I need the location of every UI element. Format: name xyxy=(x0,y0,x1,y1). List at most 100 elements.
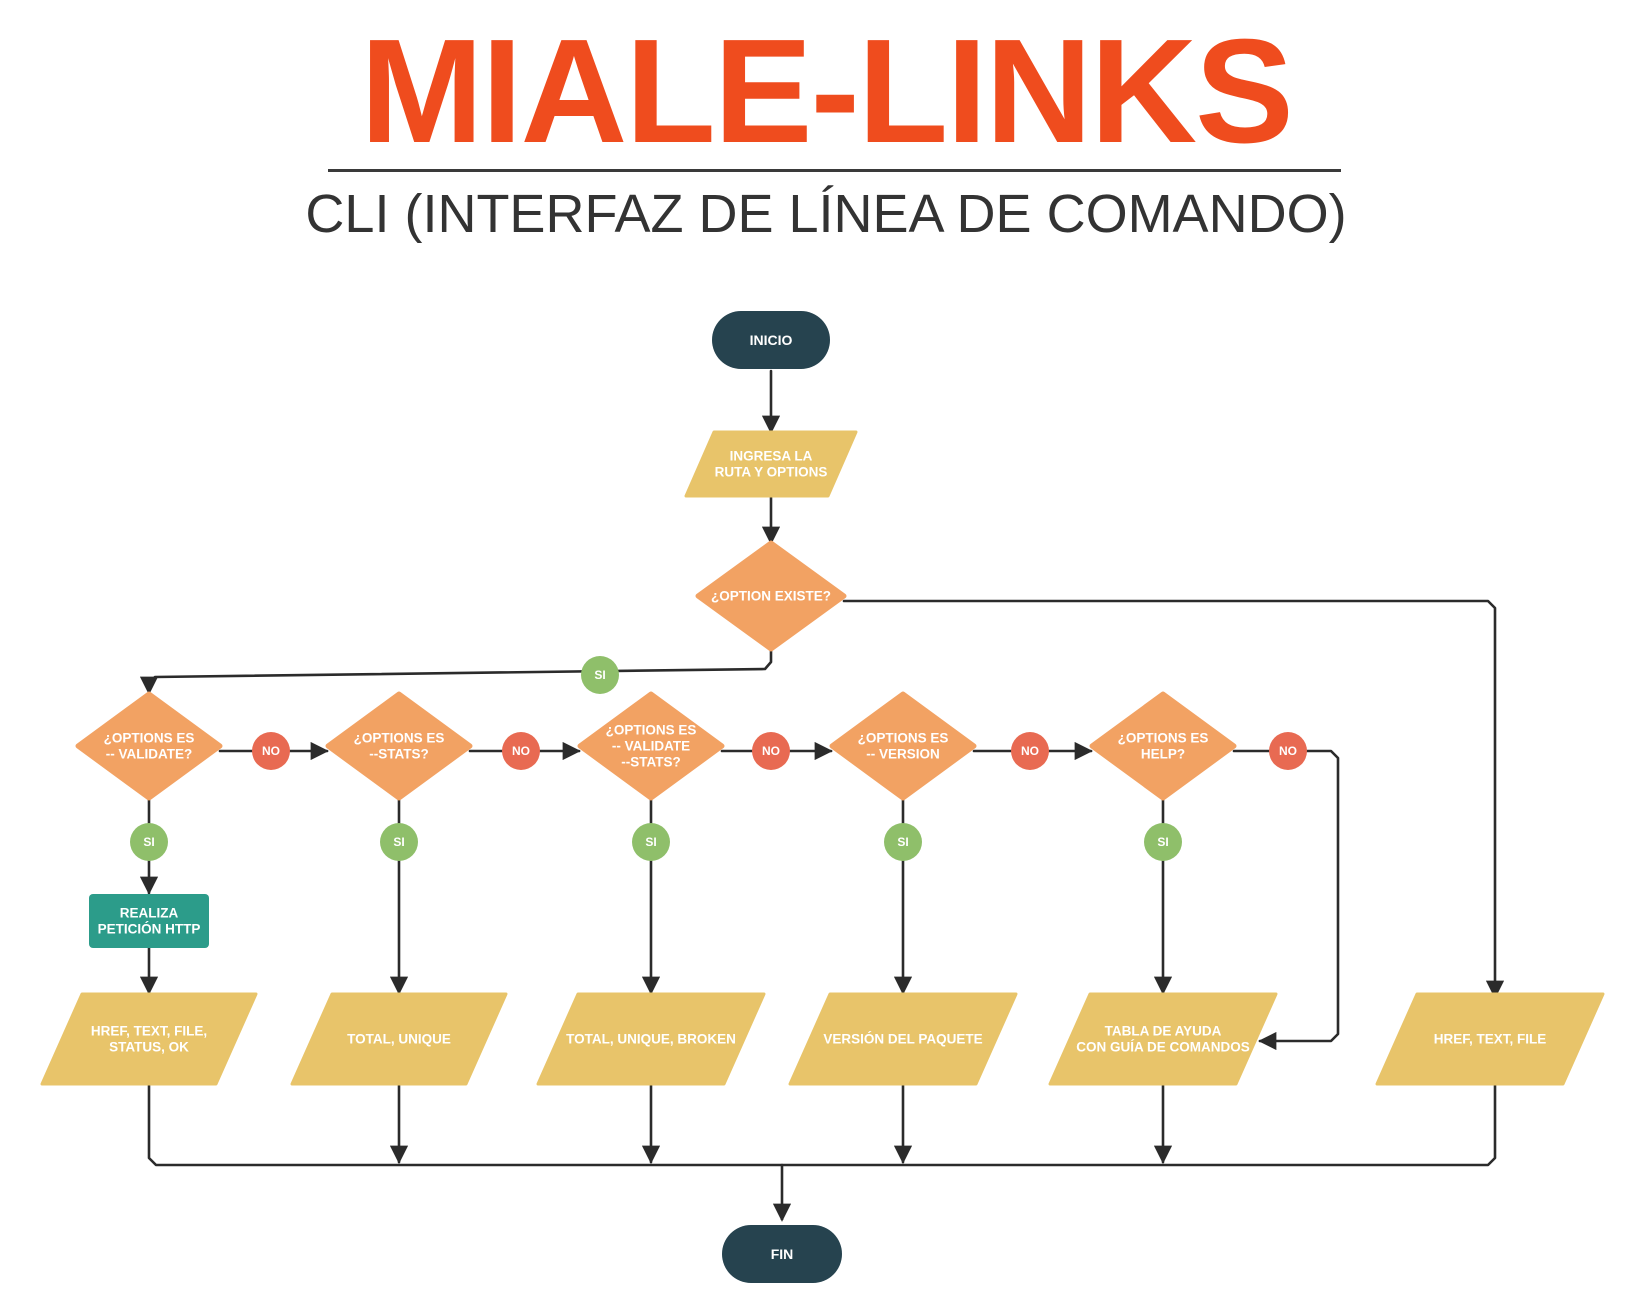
node-d-exists: ¿OPTION EXISTE? xyxy=(695,540,847,652)
yes-badge xyxy=(632,823,670,861)
node-o-version: VERSIÓN DEL PAQUETE xyxy=(788,992,1018,1086)
node-label: -- VERSION xyxy=(866,747,940,762)
edge-o-default-to-end xyxy=(780,1082,1497,1167)
node-d-stats: ¿OPTIONS ES--STATS? xyxy=(325,691,473,801)
edge-label-yes: SI xyxy=(380,823,418,861)
decision-shape xyxy=(75,691,223,801)
edge-label-no: NO xyxy=(1269,732,1307,770)
edge-label-text: SI xyxy=(897,835,908,849)
io-shape xyxy=(536,992,766,1086)
node-label: -- VALIDATE? xyxy=(106,747,192,762)
node-o-validate: HREF, TEXT, FILE,STATUS, OK xyxy=(40,992,258,1086)
edge-label-text: SI xyxy=(645,835,656,849)
io-shape xyxy=(290,992,508,1086)
decision-shape xyxy=(1089,691,1237,801)
page-subtitle: CLI (INTERFAZ DE LÍNEA DE COMANDO) xyxy=(305,184,1347,244)
no-badge xyxy=(1269,732,1307,770)
node-label: REALIZA xyxy=(120,906,179,921)
node-start: INICIO xyxy=(712,311,830,369)
decision-shape xyxy=(577,691,725,801)
io-shape xyxy=(1048,992,1278,1086)
node-label: ¿OPTIONS ES xyxy=(354,731,445,746)
edge-o-validate-to-end xyxy=(147,1082,784,1167)
no-badge xyxy=(752,732,790,770)
node-d-version: ¿OPTIONS ES-- VERSION xyxy=(829,691,977,801)
io-shape xyxy=(1375,992,1605,1086)
no-badge xyxy=(252,732,290,770)
terminal-shape xyxy=(712,311,830,369)
edge-label-text: NO xyxy=(262,744,280,758)
node-label: CON GUÍA DE COMANDOS xyxy=(1076,1040,1250,1055)
node-label: ¿OPTIONS ES xyxy=(1118,731,1209,746)
node-label: ¿OPTIONS ES xyxy=(858,731,949,746)
node-label: ¿OPTIONS ES xyxy=(104,731,195,746)
yes-badge xyxy=(581,656,619,694)
yes-badge xyxy=(380,823,418,861)
decision-shape xyxy=(829,691,977,801)
io-shape xyxy=(40,992,258,1086)
node-o-default: HREF, TEXT, FILE xyxy=(1375,992,1605,1086)
edge-d-exists-to-d-validate xyxy=(139,647,773,695)
edge-label-yes: SI xyxy=(1144,823,1182,861)
edge-label-yes: SI xyxy=(581,656,619,694)
edge-label-text: NO xyxy=(512,744,530,758)
edges-layer xyxy=(139,369,1505,1222)
node-label: INICIO xyxy=(750,332,793,348)
edge-label-text: NO xyxy=(1021,744,1039,758)
edge-label-text: NO xyxy=(1279,744,1297,758)
edge-label-yes: SI xyxy=(632,823,670,861)
page-title: MIALE-LINKS xyxy=(360,9,1294,174)
terminal-shape xyxy=(722,1225,842,1283)
edge-label-text: SI xyxy=(594,668,605,682)
node-label: ¿OPTIONS ES xyxy=(606,723,697,738)
edge-label-no: NO xyxy=(752,732,790,770)
node-d-valstats: ¿OPTIONS ES-- VALIDATE--STATS? xyxy=(577,691,725,801)
node-o-stats: TOTAL, UNIQUE xyxy=(290,992,508,1086)
edge-label-no: NO xyxy=(1011,732,1049,770)
node-label: FIN xyxy=(771,1246,794,1262)
io-shape xyxy=(788,992,1018,1086)
edge-d-help-to-o-help xyxy=(1232,749,1340,1051)
edge-label-text: NO xyxy=(762,744,780,758)
yes-badge xyxy=(884,823,922,861)
yes-badge xyxy=(130,823,168,861)
no-badge xyxy=(1011,732,1049,770)
node-label: -- VALIDATE xyxy=(612,739,690,754)
edge-label-yes: SI xyxy=(130,823,168,861)
no-badge xyxy=(502,732,540,770)
decision-shape xyxy=(695,540,847,652)
edge-label-text: SI xyxy=(143,835,154,849)
node-o-valstats: TOTAL, UNIQUE, BROKEN xyxy=(536,992,766,1086)
node-label: INGRESA LA xyxy=(730,449,813,464)
node-label: ¿OPTION EXISTE? xyxy=(711,589,831,604)
node-d-validate: ¿OPTIONS ES-- VALIDATE? xyxy=(75,691,223,801)
node-label: TOTAL, UNIQUE xyxy=(347,1032,451,1047)
node-label: RUTA Y OPTIONS xyxy=(715,465,828,480)
process-shape xyxy=(89,894,209,948)
node-label: TOTAL, UNIQUE, BROKEN xyxy=(566,1032,736,1047)
edge-label-yes: SI xyxy=(884,823,922,861)
io-shape xyxy=(684,430,858,498)
edge-d-exists-to-o-default xyxy=(842,599,1505,999)
edge-label-text: SI xyxy=(393,835,404,849)
node-label: STATUS, OK xyxy=(109,1040,189,1055)
node-label: HELP? xyxy=(1141,747,1185,762)
title-divider xyxy=(328,169,1341,172)
edge-label-no: NO xyxy=(252,732,290,770)
decision-shape xyxy=(325,691,473,801)
edge-labels-layer: SI SI NO SI NO SI NO SI NO SI NO xyxy=(130,656,1307,861)
yes-badge xyxy=(1144,823,1182,861)
edge-label-text: SI xyxy=(1157,835,1168,849)
node-label: PETICIÓN HTTP xyxy=(98,922,201,937)
node-label: TABLA DE AYUDA xyxy=(1105,1024,1222,1039)
node-end: FIN xyxy=(722,1225,842,1283)
node-label: VERSIÓN DEL PAQUETE xyxy=(823,1032,982,1047)
node-label: --STATS? xyxy=(369,747,428,762)
node-label: HREF, TEXT, FILE xyxy=(1434,1032,1547,1047)
